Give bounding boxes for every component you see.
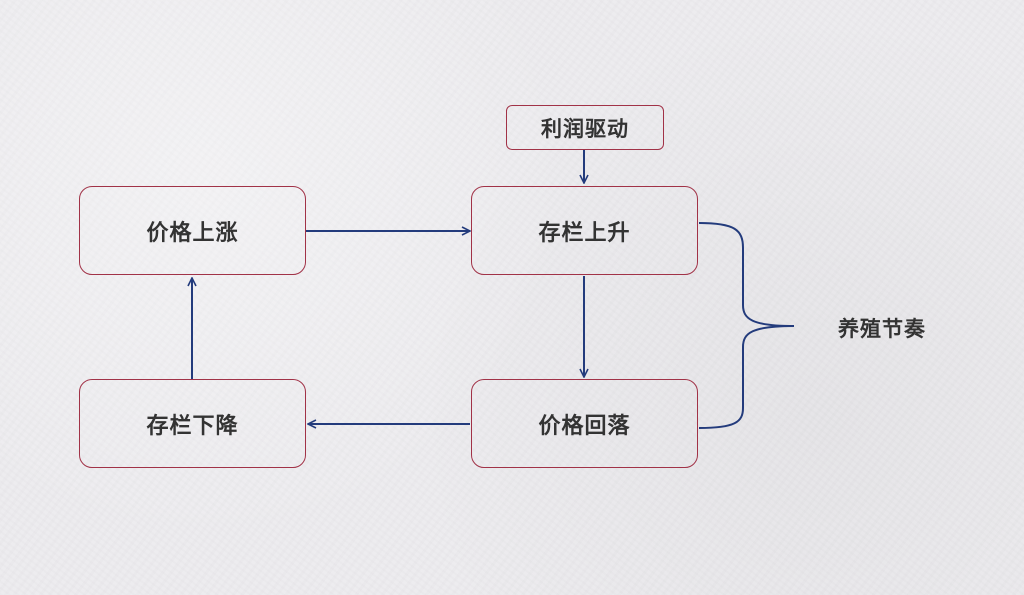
node-price-up: 价格上涨 [79,186,306,275]
node-stock-down-label: 存栏下降 [146,413,239,439]
brace-label: 养殖节奏 [838,317,926,341]
right-curly-brace [698,222,795,429]
node-profit-driven-label: 利润驱动 [541,116,629,141]
node-stock-down: 存栏下降 [79,379,306,468]
node-stock-up-label: 存栏上升 [538,220,631,246]
node-stock-up: 存栏上升 [471,186,698,275]
node-price-up-label: 价格上涨 [146,220,239,246]
node-profit-driven: 利润驱动 [506,105,664,150]
node-price-down-label: 价格回落 [538,413,631,439]
node-price-down: 价格回落 [471,379,698,468]
